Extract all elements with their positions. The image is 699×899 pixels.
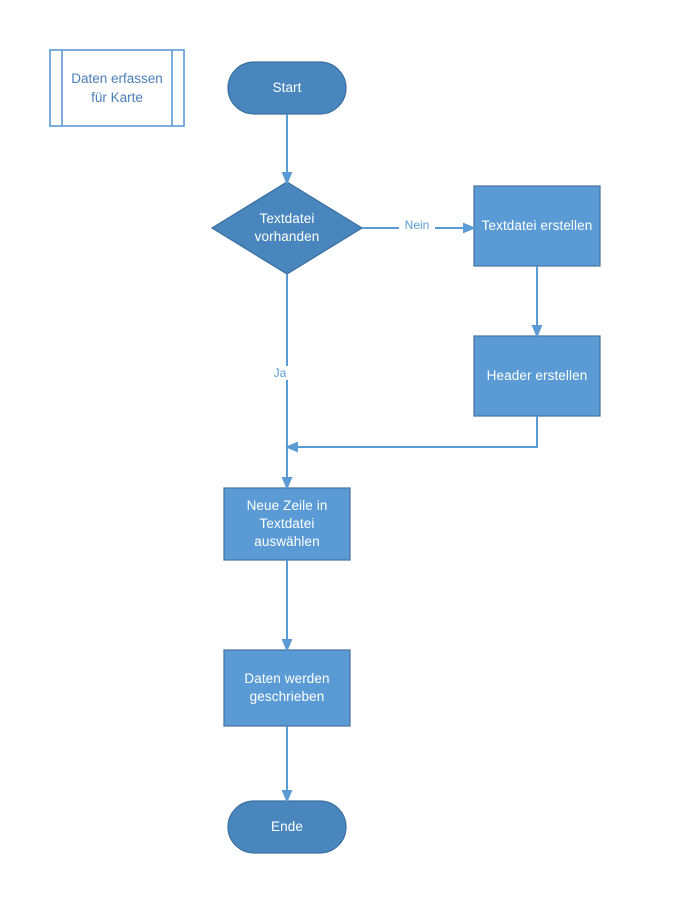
edge-create-header-to-merge: [284, 416, 538, 453]
node-create-file: [473, 185, 601, 267]
node-start: [227, 61, 347, 115]
node-create-header: [473, 335, 601, 417]
node-decision: [210, 181, 364, 275]
edge-label-ja: Ja: [272, 366, 288, 380]
node-write-data: [223, 649, 351, 727]
node-select-line: [223, 487, 351, 561]
edge-label-nein: Nein: [399, 218, 435, 232]
node-title-box: [49, 49, 185, 127]
node-end: [227, 800, 347, 854]
title-box-label: Daten erfassen für Karte: [71, 71, 163, 105]
